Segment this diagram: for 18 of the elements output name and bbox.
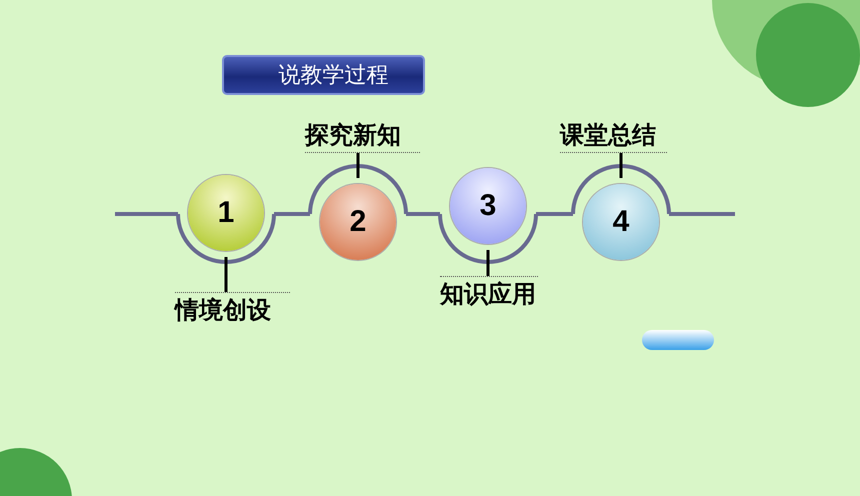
leader-line [356,153,360,178]
step-label: 探究新知 [305,118,420,153]
leader-line [224,257,228,292]
connector-line [115,212,178,216]
step-label: 课堂总结 [560,118,667,153]
connector-line [669,212,735,216]
connector-line [536,212,573,216]
leader-line [486,250,490,276]
connector-line [274,212,310,216]
step-circle: 1 [188,175,264,251]
step-circle: 3 [450,168,526,244]
title-banner: 说教学过程 [222,55,425,95]
step-circle: 2 [320,184,396,260]
step-label: 情境创设 [175,292,290,325]
connector-line [406,212,440,216]
step-label: 知识应用 [440,276,538,309]
leader-line [620,153,622,178]
step-circle: 4 [583,184,659,260]
